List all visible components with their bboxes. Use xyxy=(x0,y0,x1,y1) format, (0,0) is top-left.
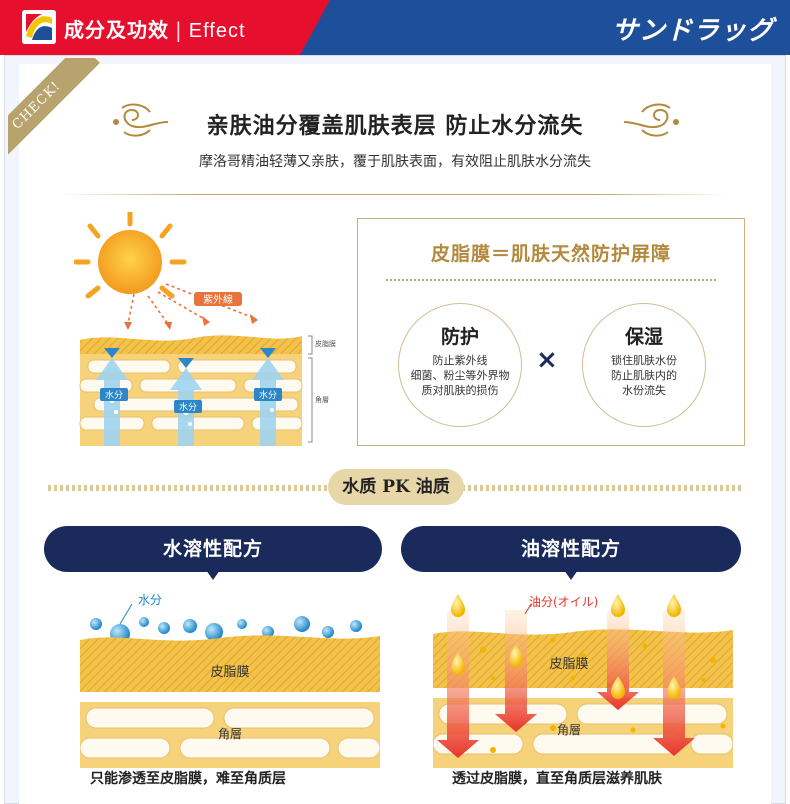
left-swirl-ornament-icon xyxy=(113,103,169,137)
protect-line-1: 防止紫外线 xyxy=(432,354,488,367)
water-label-3: 水分 xyxy=(259,389,277,401)
gold-divider xyxy=(60,194,730,195)
header-bar: 成分及功效|Effect サンドラッグ xyxy=(0,0,790,55)
water-formula-title: 水溶性配方 xyxy=(44,526,382,572)
uv-label: 紫外線 xyxy=(203,293,233,306)
main-title: 亲肤油分覆盖肌肤表层 防止水分流失 xyxy=(206,114,584,139)
moisture-line-2: 防止肌肤内的 xyxy=(611,369,677,382)
water-sebum-label: 皮脂膜 xyxy=(210,665,249,680)
protect-line-3: 质对肌肤的损伤 xyxy=(421,384,499,397)
water-label-2: 水分 xyxy=(179,401,197,413)
title-separator: | xyxy=(175,18,183,42)
oil-formula-title: 油溶性配方 xyxy=(401,526,741,572)
main-subtitle: 摩洛哥精油轻薄又亲肤，覆于肌肤表面，有效阻止肌肤水分流失 xyxy=(199,154,591,170)
water-formula-caption: 只能渗透至皮脂膜，难至角质层 xyxy=(90,771,286,787)
horny-layer-label: 角層 xyxy=(315,395,329,404)
moisture-line-3: 水份流失 xyxy=(622,384,666,397)
water-horny-label: 角層 xyxy=(218,727,242,741)
water-label-tag-1 xyxy=(100,388,128,401)
section-title: 成分及功效|Effect xyxy=(64,14,246,43)
water-formula-pointer-icon xyxy=(206,570,220,580)
moisture-heading: 保湿 xyxy=(624,326,663,348)
water-label-tag-3 xyxy=(254,388,282,401)
moisture-circle: 保湿 锁住肌肤水份 防止肌肤内的 水份流失 xyxy=(582,303,706,427)
section-title-en: Effect xyxy=(188,20,246,42)
oil-droplet-label: 油分(オイル) xyxy=(529,595,598,609)
oil-formula-pointer-icon xyxy=(564,570,578,580)
skin-cross-section-diagram: 紫外線 水分 水分 水分 皮脂膜 角層 xyxy=(74,212,336,446)
sebum-layer xyxy=(80,335,302,354)
sun-icon xyxy=(74,212,187,299)
pk-badge: 水质 PK 油质 xyxy=(328,469,464,505)
oil-formula-diagram: 油分(オイル) 皮脂膜 角層 xyxy=(433,594,733,768)
uv-label-tag xyxy=(194,292,242,306)
oil-formula-caption: 透过皮脂膜，直至角质层滋养肌肤 xyxy=(452,771,662,787)
protect-circle: 防护 防止紫外线 细菌、粉尘等外界物 质对肌肤的损伤 xyxy=(398,303,522,427)
water-formula-diagram: 水分 皮脂膜 角層 xyxy=(80,593,380,768)
section-title-cn: 成分及功效 xyxy=(64,18,169,42)
moisture-line-1: 锁住肌肤水份 xyxy=(611,354,677,367)
water-droplet-label: 水分 xyxy=(138,593,162,607)
protect-heading: 防护 xyxy=(440,326,479,348)
brand-name: サンドラッグ xyxy=(611,16,774,46)
water-label-tag-2 xyxy=(174,400,202,413)
brand-logo-icon xyxy=(22,10,56,44)
oil-horny-label: 角層 xyxy=(557,723,581,737)
sebum-card-dotted-rule xyxy=(386,279,716,281)
sebum-layer-label: 皮脂膜 xyxy=(315,339,336,348)
protect-line-2: 细菌、粉尘等外界物 xyxy=(410,369,510,382)
oil-sebum-label: 皮脂膜 xyxy=(549,657,588,672)
sebum-card-title: 皮脂膜＝肌肤天然防护屏障 xyxy=(430,243,671,265)
multiply-icon: × xyxy=(536,345,558,375)
right-swirl-ornament-icon xyxy=(623,103,679,137)
sebum-barrier-card: 皮脂膜＝肌肤天然防护屏障 防护 防止紫外线 细菌、粉尘等外界物 质对肌肤的损伤 … xyxy=(357,218,745,446)
water-label-1: 水分 xyxy=(105,389,123,401)
